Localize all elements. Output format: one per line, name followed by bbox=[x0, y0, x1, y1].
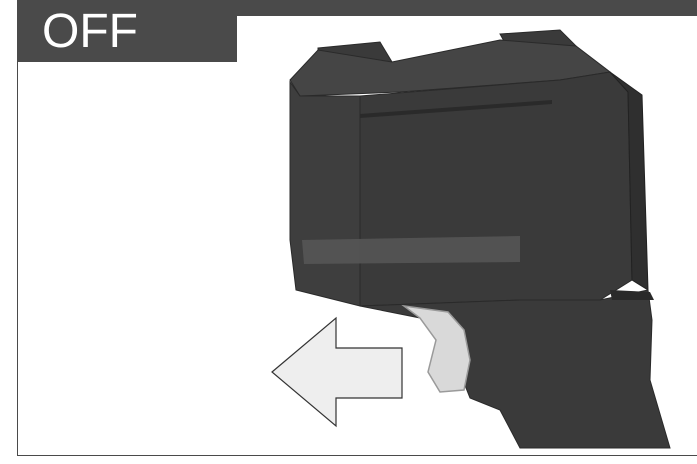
left-arrow-icon bbox=[272, 318, 402, 426]
